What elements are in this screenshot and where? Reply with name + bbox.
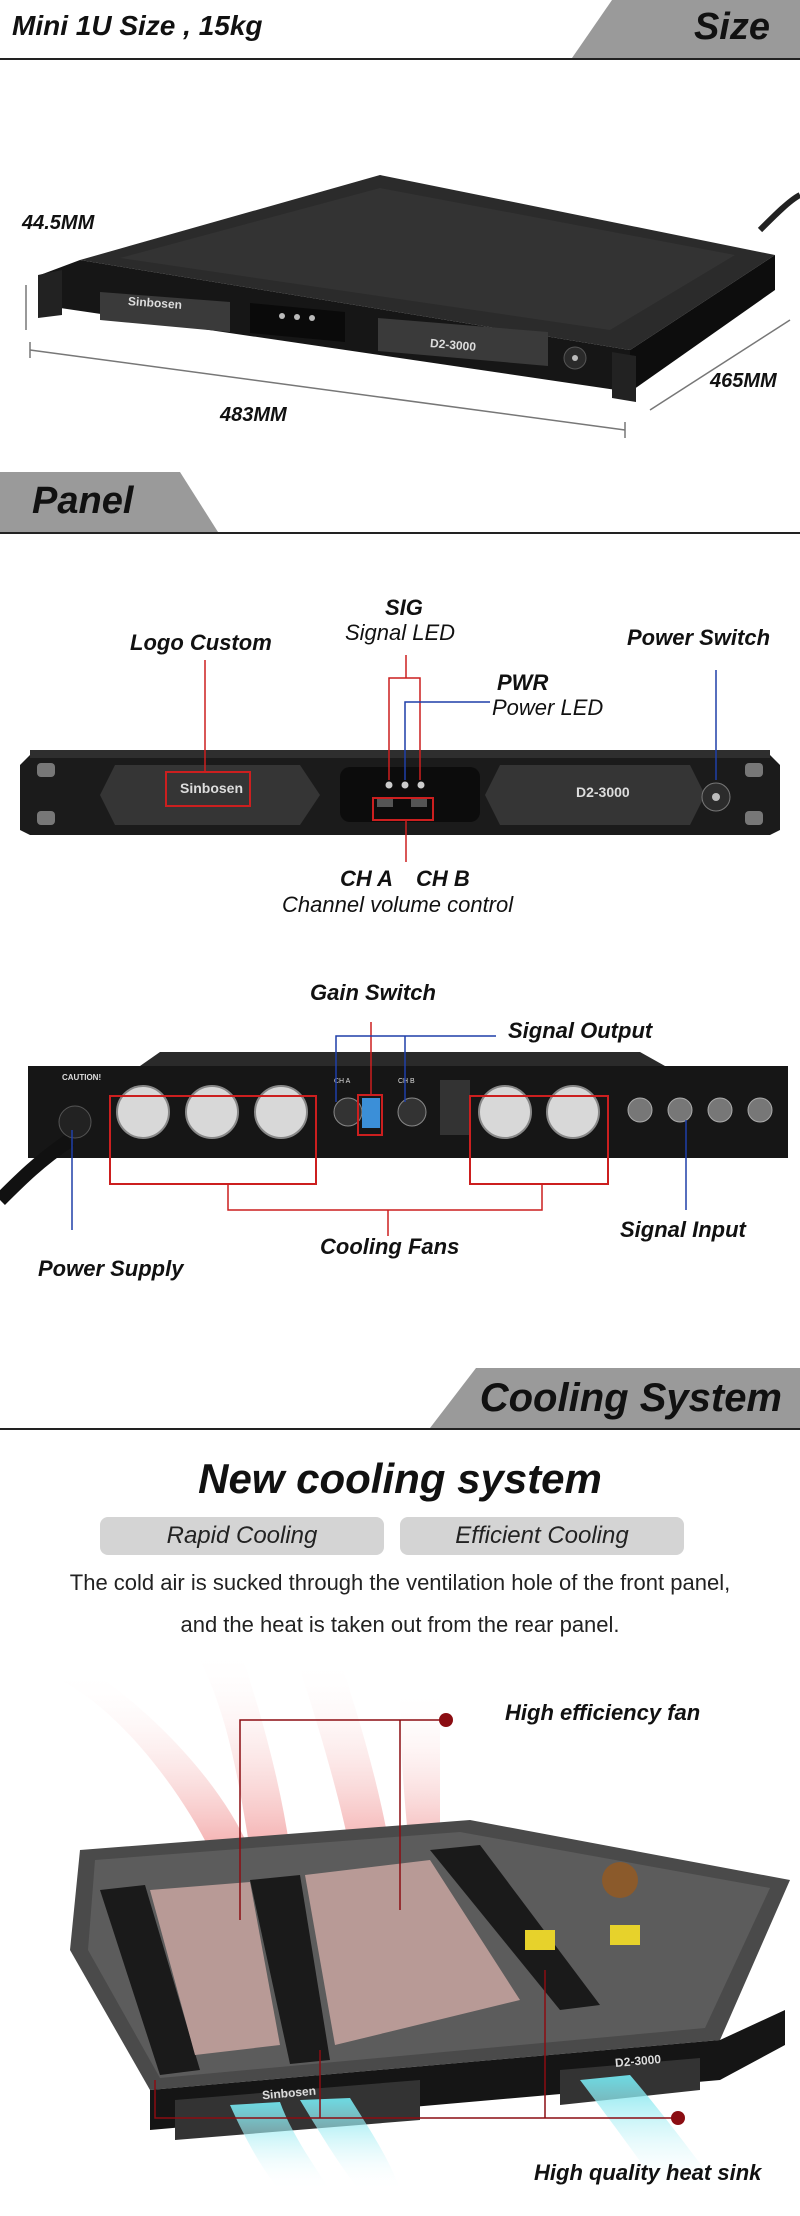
rear-caution: CAUTION! xyxy=(62,1073,102,1082)
pill-efficient-cooling: Efficient Cooling xyxy=(400,1517,684,1555)
cooling-desc-line2: and the heat is taken out from the rear … xyxy=(180,1612,620,1637)
heat-sink xyxy=(100,1885,200,2075)
cold-air-plume xyxy=(580,2075,720,2190)
amplifier-internal-view xyxy=(60,1650,790,2190)
heat-sink xyxy=(250,1875,330,2064)
front-grille-right xyxy=(485,765,705,825)
capacitor-bank xyxy=(150,1860,520,2055)
callout-channel-sub: Channel volume control xyxy=(282,892,514,917)
callout-signal-output: Signal Output xyxy=(508,1018,653,1043)
speakon-output xyxy=(397,1097,427,1127)
callout-dot-sink xyxy=(671,2111,685,2125)
panel-header-tab: Panel xyxy=(0,472,218,532)
callout-dot-fan xyxy=(439,1713,453,1727)
callout-ch-a: CH A xyxy=(340,866,393,891)
callout-high-efficiency-fan: High efficiency fan xyxy=(505,1700,701,1725)
callout-cooling-fans: Cooling Fans xyxy=(320,1234,460,1259)
grille-left xyxy=(100,292,230,332)
toroid-coil xyxy=(602,1862,638,1898)
hot-air-plume xyxy=(60,1670,250,1850)
dim-height-label: 44.5MM xyxy=(22,212,95,234)
front-grille-left xyxy=(100,765,320,825)
cooling-desc-line1: The cold air is sucked through the venti… xyxy=(69,1570,731,1595)
front-callout-lines xyxy=(165,655,717,862)
rear-gain-switch xyxy=(362,1098,380,1128)
grille-right xyxy=(378,318,548,366)
cooling-header-tab-label: Cooling System xyxy=(479,1376,782,1420)
heat-sink xyxy=(430,1845,600,2010)
device-logo-panel: Sinbosen xyxy=(180,780,244,796)
dim-width-line xyxy=(29,349,626,431)
cold-air-plume xyxy=(300,2098,400,2190)
size-header-tab: Size xyxy=(572,0,800,58)
amplifier-top-view xyxy=(25,175,800,438)
rack-hole xyxy=(37,763,55,777)
cold-air-plume xyxy=(230,2102,330,2190)
front-center-panel xyxy=(340,767,480,822)
dim-depth-label: 465MM xyxy=(710,370,777,392)
dim-width-label: 483MM xyxy=(220,404,287,426)
dim-depth-line xyxy=(649,319,791,411)
pill-rapid-cooling-label: Rapid Cooling xyxy=(166,1522,318,1549)
power-cord xyxy=(757,192,800,233)
amp-lid-inner xyxy=(120,188,735,330)
rear-power-cord xyxy=(0,1134,74,1205)
cooling-header-tab: Cooling System xyxy=(430,1368,800,1428)
pill-rapid-cooling: Rapid Cooling xyxy=(100,1517,384,1555)
rear-fan xyxy=(116,1085,600,1139)
size-header-tab-label: Size xyxy=(693,6,770,48)
callout-gain-switch: Gain Switch xyxy=(310,980,436,1005)
pill-efficient-cooling-label: Efficient Cooling xyxy=(455,1522,629,1549)
rack-hole xyxy=(37,811,55,825)
cooling-title: New cooling system xyxy=(198,1455,602,1502)
rear-panel-drawing xyxy=(0,1052,788,1205)
rack-hole xyxy=(745,763,763,777)
panel-header-rule xyxy=(0,532,800,534)
callout-power-supply: Power Supply xyxy=(38,1256,184,1281)
rear-ch-b: CH B xyxy=(398,1078,415,1085)
size-header-rule xyxy=(0,58,800,60)
rack-ear-left xyxy=(38,270,62,318)
hot-air-plume xyxy=(200,1650,290,1850)
callout-sig-sub: Signal LED xyxy=(345,620,456,645)
front-panel-drawing xyxy=(20,750,780,835)
rear-power-inlet xyxy=(58,1105,92,1139)
panel-header-tab-label: Panel xyxy=(32,480,134,522)
rack-ear-right xyxy=(612,352,636,402)
callout-logo: Logo Custom xyxy=(130,630,272,655)
center-panel xyxy=(250,303,345,342)
callout-sig-title: SIG xyxy=(385,595,423,620)
rear-callout-lines xyxy=(71,1022,687,1236)
amp-side xyxy=(630,255,775,392)
size-header-text: Mini 1U Size , 15kg xyxy=(12,10,263,41)
callout-pwr-title: PWR xyxy=(497,670,549,695)
rear-top-edge xyxy=(140,1052,665,1066)
cooling-header-rule xyxy=(0,1428,800,1430)
hot-air-plume xyxy=(300,1660,390,1850)
callout-pwr-sub: Power LED xyxy=(492,695,604,720)
xlr-input xyxy=(627,1097,773,1123)
rear-ch-a: CH A xyxy=(334,1078,351,1085)
hot-air-plume xyxy=(400,1690,440,1855)
rack-hole xyxy=(745,811,763,825)
callout-high-quality-heat-sink: High quality heat sink xyxy=(534,2160,762,2185)
callout-ch-b: CH B xyxy=(416,866,470,891)
rear-info-label xyxy=(440,1080,470,1135)
callout-power-switch: Power Switch xyxy=(627,625,771,650)
device-model-panel: D2-3000 xyxy=(576,784,630,800)
callout-signal-input: Signal Input xyxy=(620,1217,746,1242)
